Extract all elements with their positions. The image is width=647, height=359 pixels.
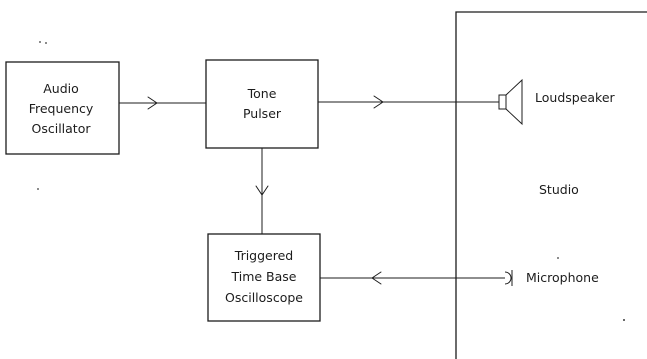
studio-enclosure: [455, 11, 647, 359]
oscilloscope-label-line3: Oscilloscope: [225, 290, 303, 305]
connector-oscillator-to-pulser: [119, 96, 206, 110]
loudspeaker-label: Loudspeaker: [535, 90, 616, 105]
pulser-label-line1: Tone: [247, 86, 277, 101]
speck: [37, 188, 39, 190]
oscillator-label-line2: Frequency: [29, 101, 94, 116]
speaker-cone: [505, 78, 523, 126]
microphone-icon: [504, 270, 513, 286]
oscillator-label-line1: Audio: [43, 81, 79, 96]
studio-label: Studio: [539, 182, 579, 197]
mic-diaphragm: [504, 271, 512, 285]
speck: [557, 257, 559, 259]
oscilloscope-label-line1: Triggered: [234, 248, 293, 263]
arrowhead: [147, 96, 158, 110]
speck: [45, 42, 47, 44]
speck: [39, 41, 41, 43]
connector-pulser-to-loudspeaker: [318, 95, 499, 109]
arrowhead: [371, 271, 382, 285]
connector-microphone-to-oscilloscope: [320, 271, 505, 285]
pulser-box: [205, 59, 319, 149]
oscillator-box: [5, 61, 120, 155]
speaker-magnet: [498, 94, 507, 110]
tone-pulser-block: Tone Pulser: [205, 59, 319, 149]
arrowhead: [373, 95, 384, 109]
oscilloscope-label-line2: Time Base: [230, 269, 296, 284]
loudspeaker-icon: [498, 78, 523, 126]
speck: [623, 319, 625, 321]
microphone-label: Microphone: [526, 270, 599, 285]
arrowhead: [255, 185, 269, 196]
connector-pulser-to-oscilloscope: [255, 148, 269, 234]
pulser-label-line2: Pulser: [243, 106, 282, 121]
audio-frequency-oscillator-block: Audio Frequency Oscillator: [5, 61, 120, 155]
oscillator-label-line3: Oscillator: [32, 121, 92, 136]
triggered-time-base-oscilloscope-block: Triggered Time Base Oscilloscope: [207, 233, 321, 322]
